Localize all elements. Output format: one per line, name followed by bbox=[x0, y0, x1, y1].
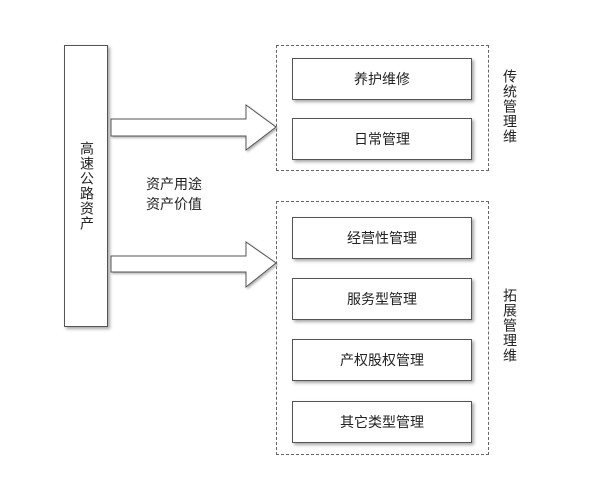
arrow-to-expanded bbox=[110, 241, 277, 289]
traditional-management-group bbox=[276, 45, 489, 171]
arrow-to-traditional bbox=[110, 104, 277, 152]
operational-management-box: 经营性管理 bbox=[292, 217, 472, 259]
asset-value-label: 资产价值 bbox=[146, 197, 202, 213]
asset-use-label: 资产用途 bbox=[146, 177, 202, 193]
service-management-box: 服务型管理 bbox=[292, 278, 472, 320]
maintenance-repair-box: 养护维修 bbox=[292, 58, 472, 100]
equity-management-box: 产权股权管理 bbox=[292, 339, 472, 381]
traditional-management-label: 传统管理维 bbox=[501, 69, 517, 144]
highway-asset-label: 高速公路资产 bbox=[78, 141, 94, 231]
expanded-management-label: 拓展管理维 bbox=[501, 288, 517, 363]
highway-asset-box: 高速公路资产 bbox=[64, 45, 108, 327]
daily-management-box: 日常管理 bbox=[292, 118, 472, 160]
other-management-box: 其它类型管理 bbox=[292, 401, 472, 443]
expanded-management-group bbox=[276, 201, 489, 455]
